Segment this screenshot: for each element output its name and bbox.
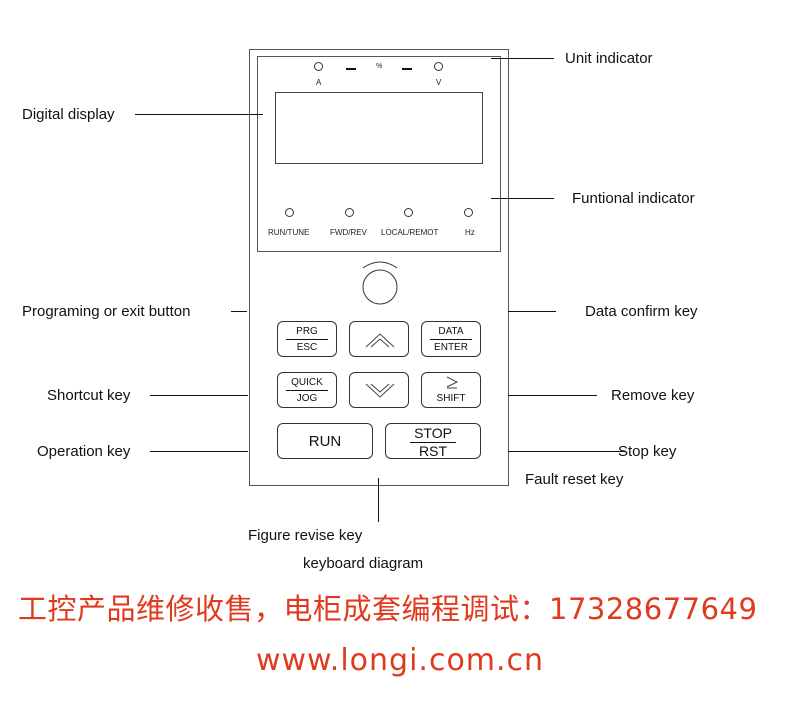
fault-reset-label: Fault reset key — [525, 471, 624, 488]
indicator-fwd-rev: FWD/REV — [330, 228, 367, 237]
unit-v-led-icon — [434, 62, 443, 71]
digital-display-label: Digital display — [22, 106, 115, 123]
local-remot-led-icon — [404, 208, 413, 217]
footer-url: www.longi.com.cn — [255, 643, 545, 678]
quick-label: QUICK — [291, 377, 323, 388]
shortcut-label: Shortcut key — [47, 387, 131, 404]
functional-indicator-leader — [491, 198, 554, 199]
figure-revise-knob-icon[interactable] — [355, 254, 405, 310]
unit-indicator-leader — [491, 58, 554, 59]
jog-label: JOG — [296, 393, 318, 404]
digital-display-leader — [135, 114, 263, 115]
data-enter-button[interactable]: DATA ENTER — [421, 321, 481, 357]
indicator-hz: Hz — [465, 228, 475, 237]
stop-key-label: Stop key — [618, 443, 677, 460]
data-label: DATA — [438, 326, 464, 337]
remove-label: Remove key — [611, 387, 695, 404]
stop-separator — [410, 442, 456, 443]
display-frame — [257, 56, 501, 252]
footer-chinese-text: 工控产品维修收售，电柜成套编程调试：17328677649 — [18, 592, 758, 626]
indicator-local-remot: LOCAL/REMOT — [381, 228, 439, 237]
unit-dash-left — [346, 68, 356, 70]
stop-rst-button[interactable]: STOP RST — [385, 423, 481, 459]
remove-leader — [508, 395, 597, 396]
unit-a-led-icon — [314, 62, 323, 71]
keypad-panel — [249, 49, 509, 486]
fwd-rev-led-icon — [345, 208, 354, 217]
prg-label: PRG — [296, 326, 318, 337]
data-separator — [430, 339, 472, 340]
down-arrow-icon — [365, 383, 395, 398]
down-button[interactable] — [349, 372, 409, 408]
run-tune-led-icon — [285, 208, 294, 217]
unit-dash-right — [402, 68, 412, 70]
stop-leader — [508, 451, 626, 452]
data-confirm-label: Data confirm key — [585, 303, 698, 320]
rst-label: RST — [419, 443, 447, 459]
enter-label: ENTER — [434, 342, 468, 353]
unit-percent-label: % — [376, 63, 383, 70]
shortcut-leader — [150, 395, 248, 396]
unit-v-label: V — [436, 78, 442, 87]
functional-indicator-label: Funtional indicator — [572, 190, 695, 207]
figure-revise-label: Figure revise key — [248, 527, 363, 544]
up-button[interactable] — [349, 321, 409, 357]
operation-leader — [150, 451, 248, 452]
programming-exit-label: Programing or exit button — [22, 303, 191, 320]
hz-led-icon — [464, 208, 473, 217]
prg-separator — [286, 339, 328, 340]
shift-button[interactable]: SHIFT — [421, 372, 481, 408]
indicator-run-tune: RUN/TUNE — [268, 228, 310, 237]
diagram-caption: keyboard diagram — [303, 555, 424, 572]
shift-arrow-icon — [446, 376, 459, 389]
stop-label: STOP — [414, 425, 452, 441]
esc-label: ESC — [296, 342, 318, 353]
run-button[interactable]: RUN — [277, 423, 373, 459]
prg-esc-button[interactable]: PRG ESC — [277, 321, 337, 357]
operation-label: Operation key — [37, 443, 131, 460]
unit-a-label: A — [316, 78, 322, 87]
shift-label: SHIFT — [436, 393, 466, 404]
run-label: RUN — [308, 433, 342, 450]
data-confirm-leader — [508, 311, 556, 312]
unit-indicator-label: Unit indicator — [565, 50, 653, 67]
programming-exit-leader — [231, 311, 247, 312]
quick-jog-button[interactable]: QUICK JOG — [277, 372, 337, 408]
figure-revise-leader — [378, 478, 379, 522]
quick-separator — [286, 390, 328, 391]
digital-display-screen — [275, 92, 483, 164]
up-arrow-icon — [365, 333, 395, 348]
